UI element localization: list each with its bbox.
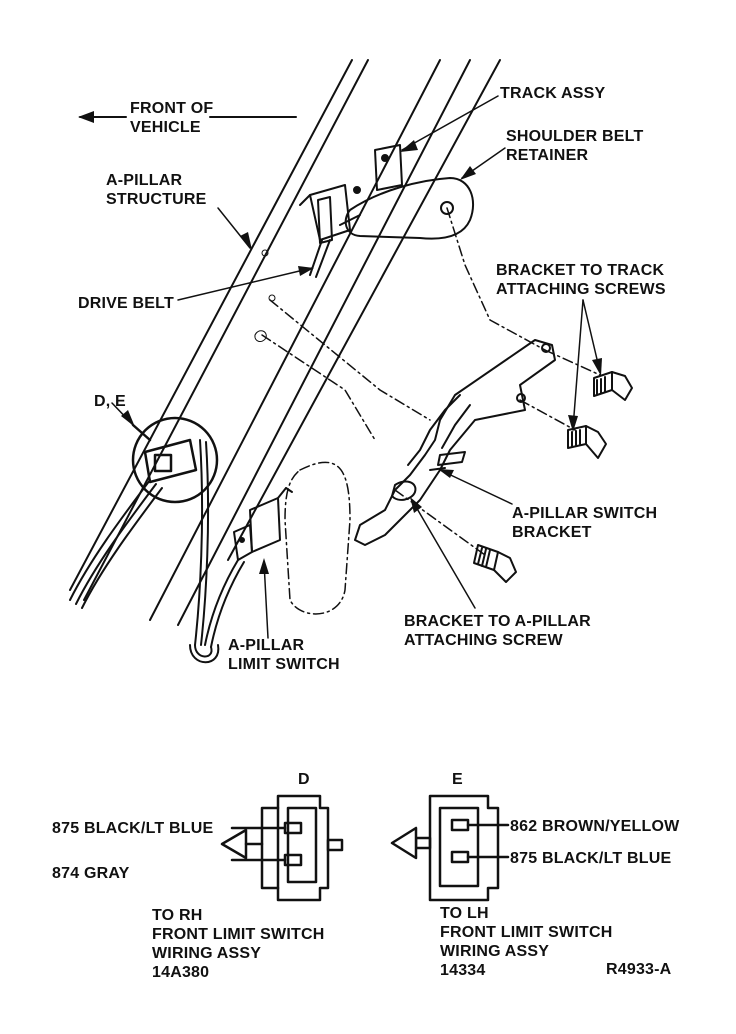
connector-e-wire-bottom: 875 BLACK/LT BLUE [510,850,672,867]
a-pillar-screw [473,544,517,583]
track-screw-lower [567,425,607,459]
bracket-to-track-screws-label: BRACKET TO TRACK ATTACHING SCREWS [496,262,666,298]
track-screw-upper [593,371,633,401]
a-pillar-limit-switch-label: A-PILLAR LIMIT SWITCH [228,637,340,673]
track-assembly [299,144,403,278]
leader-lines [111,95,601,639]
track-assy-label: TRACK ASSY [500,85,606,102]
alignment-lines [261,207,601,615]
a-pillar-switch-bracket-label: A-PILLAR SWITCH BRACKET [512,505,658,541]
bracket-to-a-pillar-screw-label: BRACKET TO A-PILLAR ATTACHING SCREW [404,613,591,649]
connector-e-letter: E [452,771,463,788]
limit-switch [233,487,293,561]
connector-detail-label: D, E [94,393,126,410]
connector-e-drawing [390,794,510,902]
a-pillar-structure [69,59,501,626]
connector-detail-circle [131,416,219,504]
connector-e-caption: TO LH FRONT LIMIT SWITCH WIRING ASSY 143… [440,905,613,979]
front-of-vehicle-label: FRONT OF VEHICLE [130,100,214,136]
switch-bracket [354,339,556,546]
a-pillar-structure-label: A-PILLAR STRUCTURE [106,172,207,208]
leader-arrowheads [121,140,602,574]
connector-d-letter: D [298,771,310,788]
connector-d-wire-top: 875 BLACK/LT BLUE [52,820,214,837]
front-arrowhead [78,111,94,123]
connector-d-drawing [220,794,344,902]
drive-belt-label: DRIVE BELT [78,295,174,312]
wire-harness [69,439,245,664]
connector-d-wire-bottom: 874 GRAY [52,865,130,882]
shoulder-belt-retainer-label: SHOULDER BELT RETAINER [506,128,644,164]
figure-code: R4933-A [606,961,672,978]
connector-d-caption: TO RH FRONT LIMIT SWITCH WIRING ASSY 14A… [152,907,325,981]
shoulder-belt-retainer [339,177,475,240]
connector-e-wire-top: 862 BROWN/YELLOW [510,818,680,835]
